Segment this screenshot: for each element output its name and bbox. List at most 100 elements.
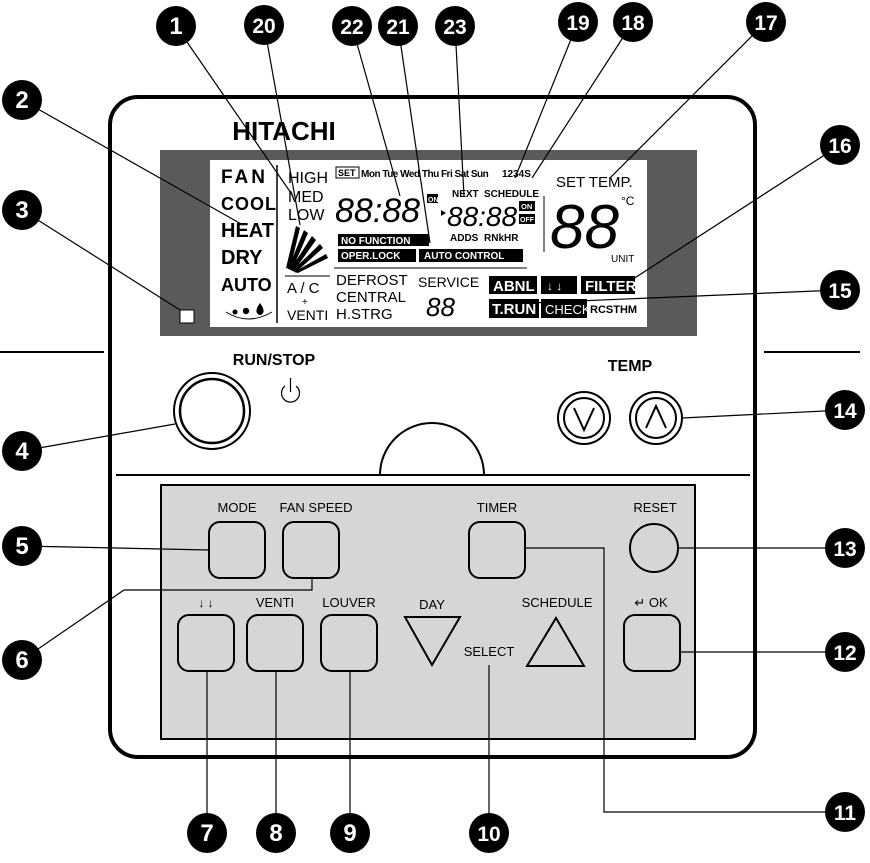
filter-box bbox=[581, 276, 635, 294]
temp-up-button[interactable] bbox=[629, 391, 683, 445]
svg-text:14: 14 bbox=[833, 400, 857, 423]
check-box bbox=[541, 299, 587, 318]
run-stop-button[interactable] bbox=[173, 372, 251, 450]
svg-text:23: 23 bbox=[443, 16, 466, 39]
ok-button-label: ↵ OK bbox=[634, 595, 668, 610]
lcd-louver-arrows: ↓ ↓ bbox=[547, 279, 562, 293]
svg-text:7: 7 bbox=[200, 820, 213, 847]
swing-button[interactable] bbox=[177, 614, 235, 672]
callout-21: 21 bbox=[378, 6, 418, 46]
auto-control-box bbox=[419, 249, 523, 262]
timer-button-label: TIMER bbox=[477, 500, 517, 515]
callout-15: 15 bbox=[820, 270, 860, 310]
lcd-central: CENTRAL bbox=[336, 289, 406, 306]
lcd-timer-off: OFF bbox=[520, 217, 535, 224]
callout-17: 17 bbox=[746, 2, 786, 42]
cover-hinge-knob bbox=[379, 422, 485, 476]
day-down-triangle-button[interactable] bbox=[403, 616, 462, 668]
lcd-next: NEXT bbox=[452, 189, 479, 200]
lcd-abnl: ABNL bbox=[493, 278, 535, 295]
callout-1: 1 bbox=[156, 6, 196, 46]
callout-2: 2 bbox=[2, 80, 42, 120]
schedule-button-label: SCHEDULE bbox=[522, 595, 593, 610]
oper-lock-box bbox=[338, 249, 416, 262]
callout-4: 4 bbox=[2, 431, 42, 471]
lcd-set-temp: SET TEMP. bbox=[556, 174, 633, 191]
fan-speed-button[interactable] bbox=[282, 521, 340, 579]
status-indicator-lamp bbox=[179, 309, 195, 324]
swing-button-label: ↓ ↓ bbox=[198, 596, 213, 610]
callout-8: 8 bbox=[256, 813, 296, 853]
svg-text:21: 21 bbox=[386, 16, 410, 39]
callout-18: 18 bbox=[613, 2, 653, 42]
lcd-check: CHECK bbox=[545, 302, 591, 317]
temp-down-button[interactable] bbox=[557, 391, 611, 445]
schedule-up-triangle-button[interactable] bbox=[525, 616, 586, 667]
lcd-celsius: °C bbox=[621, 194, 635, 208]
lcd-mode-auto: AUTO bbox=[221, 275, 272, 295]
lcd-fan-med: MED bbox=[288, 189, 324, 206]
svg-text:18: 18 bbox=[621, 12, 645, 35]
trun-box bbox=[489, 299, 539, 318]
lcd-set-tag: SET bbox=[338, 168, 356, 178]
abnl-box bbox=[489, 276, 537, 294]
mode-button[interactable] bbox=[208, 521, 266, 579]
callout-20: 20 bbox=[244, 5, 284, 45]
lcd-auto-control: AUTO CONTROL bbox=[424, 251, 504, 262]
lcd-no-function: NO FUNCTION bbox=[341, 236, 410, 247]
svg-text:2: 2 bbox=[15, 87, 28, 114]
lcd-service: SERVICE bbox=[418, 274, 479, 290]
louver-button-label: LOUVER bbox=[322, 595, 375, 610]
water-drops-icon bbox=[232, 303, 264, 315]
timer-button[interactable] bbox=[468, 521, 526, 579]
lcd-schedule: SCHEDULE bbox=[484, 189, 539, 200]
lcd-mode-cool: COOL bbox=[221, 194, 277, 214]
lcd-mode-heat: HEAT bbox=[221, 220, 274, 242]
svg-text:22: 22 bbox=[340, 16, 363, 39]
callout-11: 11 bbox=[825, 792, 865, 832]
svg-text:16: 16 bbox=[828, 135, 851, 158]
lcd-service-digits: 88 bbox=[426, 292, 455, 322]
lcd-clock-digits: 88:88 bbox=[335, 192, 420, 230]
fan-speed-button-label: FAN SPEED bbox=[280, 500, 353, 515]
ok-button[interactable] bbox=[623, 614, 681, 672]
venti-button[interactable] bbox=[246, 614, 304, 672]
power-indicator-icon bbox=[280, 378, 301, 403]
lcd-days: Mon Tue Wed Thu Fri Sat Sun bbox=[361, 169, 489, 180]
callout-3: 3 bbox=[2, 190, 42, 230]
svg-text:15: 15 bbox=[828, 280, 852, 303]
brand-logo: HITACHI bbox=[232, 116, 336, 146]
callout-10: 10 bbox=[469, 813, 509, 853]
on-tag-box bbox=[427, 194, 438, 203]
lcd-mode-fan: FAN bbox=[221, 167, 268, 188]
svg-text:1: 1 bbox=[169, 13, 182, 40]
callout-14: 14 bbox=[825, 390, 865, 430]
lcd-trun: T.RUN bbox=[492, 301, 536, 318]
lcd-fan-low: LOW bbox=[288, 207, 325, 224]
svg-text:19: 19 bbox=[566, 12, 589, 35]
lcd-fan-high: HIGH bbox=[288, 170, 328, 187]
timer-on-box bbox=[519, 201, 535, 211]
lcd-adds: ADDS bbox=[450, 233, 479, 244]
lcd-mode-dry: DRY bbox=[221, 247, 263, 269]
day-button-label: DAY bbox=[419, 597, 445, 612]
mode-button-label: MODE bbox=[218, 500, 257, 515]
lcd-plus: + bbox=[302, 297, 308, 308]
svg-text:4: 4 bbox=[15, 438, 29, 465]
no-function-box bbox=[338, 234, 429, 246]
reset-button[interactable] bbox=[629, 523, 679, 573]
set-tag-box bbox=[335, 166, 360, 179]
svg-text:13: 13 bbox=[833, 538, 856, 561]
louver-button[interactable] bbox=[320, 614, 378, 672]
svg-text:11: 11 bbox=[834, 802, 857, 825]
svg-text:5: 5 bbox=[15, 533, 28, 560]
callout-9: 9 bbox=[330, 813, 370, 853]
lcd-filter: FILTER bbox=[585, 278, 637, 295]
callout-7: 7 bbox=[187, 813, 227, 853]
svg-text:9: 9 bbox=[343, 820, 356, 847]
lcd-rcsthm: RCSTHM bbox=[590, 304, 637, 316]
lcd-timer-digits: 88:88 bbox=[447, 201, 517, 232]
select-label: SELECT bbox=[464, 644, 515, 659]
svg-text:10: 10 bbox=[477, 823, 500, 846]
